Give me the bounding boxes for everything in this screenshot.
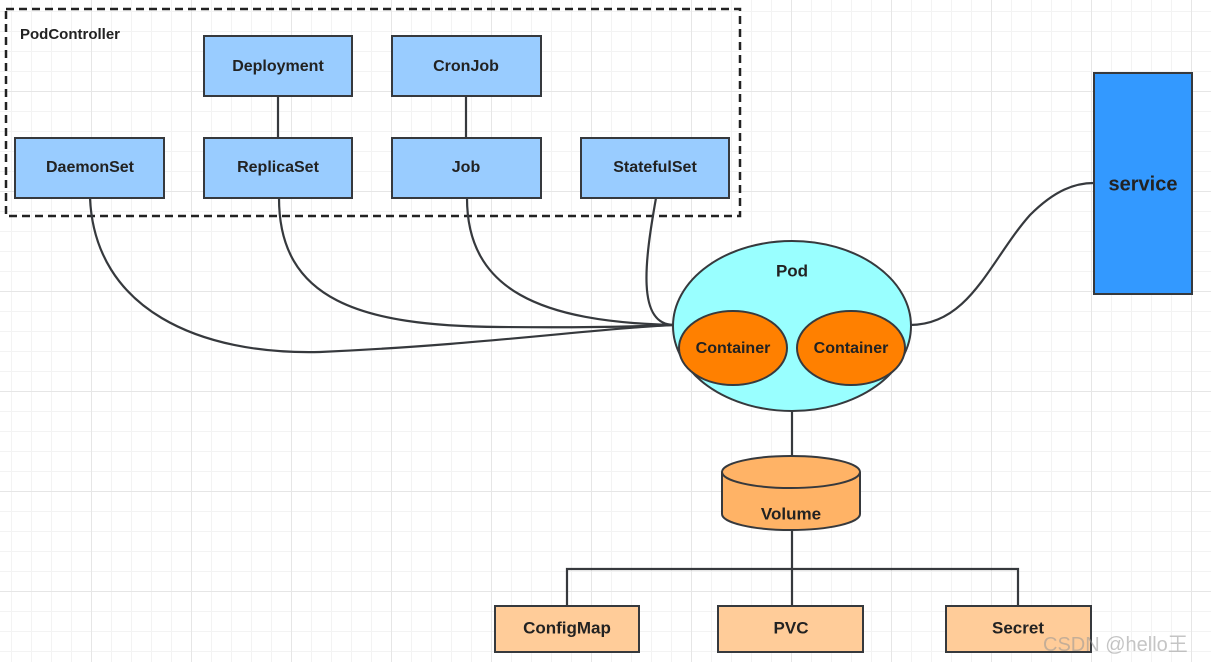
- node-volume-label: Volume: [761, 504, 821, 523]
- edge-replicaset-pod: [277, 197, 675, 329]
- edge-daemonset-pod: [88, 197, 675, 354]
- node-statefulset[interactable]: StatefulSet: [580, 137, 730, 199]
- node-secret[interactable]: Secret: [945, 605, 1092, 653]
- node-statefulset-label: StatefulSet: [613, 159, 697, 176]
- node-configmap-box: [494, 605, 640, 653]
- node-container-1[interactable]: Container: [678, 310, 788, 386]
- node-replicaset-label: ReplicaSet: [237, 159, 319, 176]
- node-container-2-shape: [796, 310, 906, 386]
- node-daemonset-box: [14, 137, 165, 199]
- connectors: [88, 96, 1095, 606]
- node-job-box: [391, 137, 542, 199]
- node-pvc-label: PVC: [774, 618, 809, 637]
- edge-job-pod: [465, 197, 675, 327]
- node-service-label: service: [1109, 173, 1178, 195]
- node-secret-label: Secret: [992, 618, 1044, 637]
- node-cronjob-label: CronJob: [433, 58, 499, 75]
- node-daemonset-label: DaemonSet: [46, 159, 135, 176]
- node-container-1-label: Container: [696, 340, 771, 357]
- watermark-text: CSDN @hello王: [1043, 634, 1188, 656]
- podcontroller-group: [4, 7, 742, 218]
- node-job-label: Job: [452, 159, 481, 176]
- node-volume-top: [721, 455, 861, 489]
- node-service-box: [1093, 72, 1193, 295]
- node-deployment-box: [203, 35, 353, 97]
- node-cronjob-box: [391, 35, 542, 97]
- podcontroller-group-label: PodController: [20, 26, 120, 43]
- node-pvc-box: [717, 605, 864, 653]
- node-container-2-label: Container: [814, 340, 889, 357]
- node-service[interactable]: service: [1093, 72, 1193, 295]
- edge-statefulset-pod: [645, 197, 675, 327]
- node-container-1-shape: [678, 310, 788, 386]
- edge-pod-service: [909, 181, 1095, 327]
- node-pod-label: Pod: [776, 261, 808, 280]
- node-pvc[interactable]: PVC: [717, 605, 864, 653]
- node-volume[interactable]: Volume: [721, 455, 861, 531]
- node-job[interactable]: Job: [391, 137, 542, 199]
- edge-volume-secret: [792, 567, 1020, 606]
- node-statefulset-box: [580, 137, 730, 199]
- node-replicaset-box: [203, 137, 353, 199]
- node-cronjob[interactable]: CronJob: [391, 35, 542, 97]
- node-deployment-label: Deployment: [232, 58, 324, 75]
- node-deployment[interactable]: Deployment: [203, 35, 353, 97]
- node-replicaset[interactable]: ReplicaSet: [203, 137, 353, 199]
- node-configmap[interactable]: ConfigMap: [494, 605, 640, 653]
- node-secret-box: [945, 605, 1092, 653]
- node-container-2[interactable]: Container: [796, 310, 906, 386]
- edge-volume-configmap: [565, 567, 792, 606]
- node-configmap-label: ConfigMap: [523, 618, 611, 637]
- node-daemonset[interactable]: DaemonSet: [14, 137, 165, 199]
